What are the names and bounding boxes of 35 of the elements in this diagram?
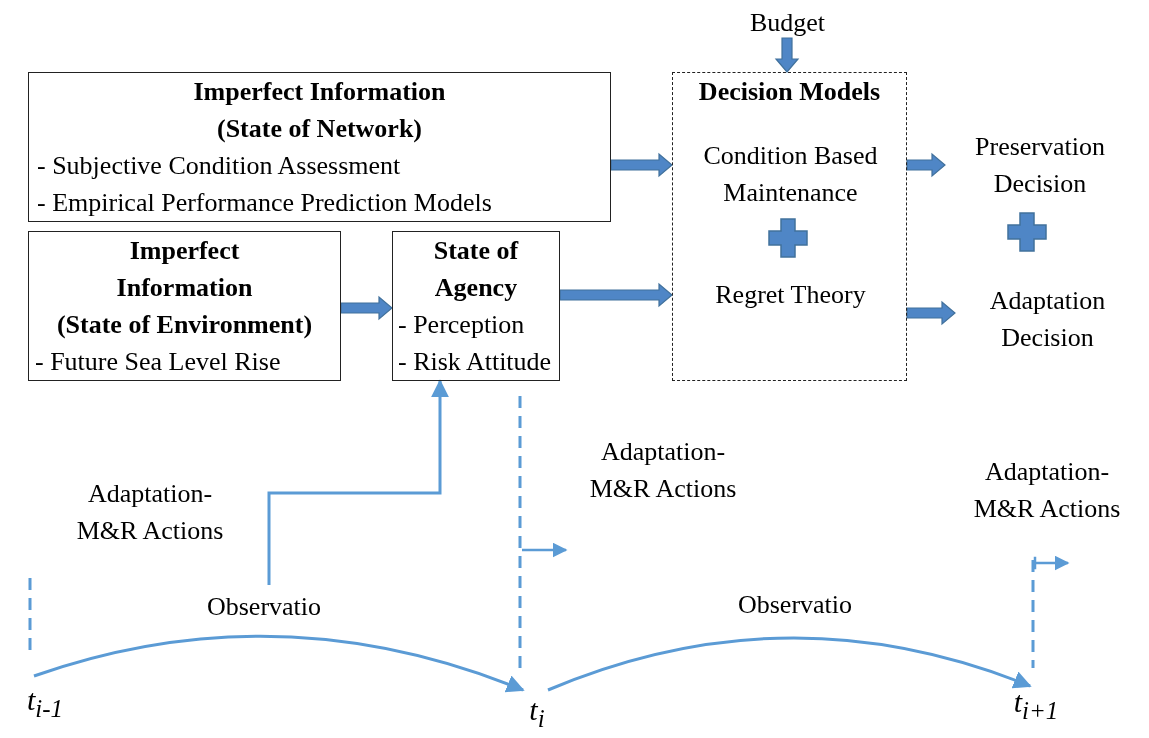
- bullet-item: - Subjective Condition Assessment: [37, 150, 402, 182]
- bullet-item: - Future Sea Level Rise: [35, 346, 282, 378]
- bullet-item: - Perception: [398, 309, 526, 341]
- group-box: [672, 72, 907, 381]
- bullet-item: - Empirical Performance Prediction Models: [37, 187, 493, 219]
- box-heading: (State of Network): [215, 113, 423, 145]
- node-text: Budget: [730, 4, 845, 38]
- process-box: [28, 231, 341, 381]
- block-arrow: [774, 37, 800, 73]
- box-heading: Imperfect Information: [115, 235, 254, 304]
- node-text: Condition Based Maintenance: [678, 137, 903, 213]
- arrow: [33, 635, 525, 693]
- node-text: Regret Theory: [678, 276, 903, 314]
- box-heading: State of Agency: [432, 235, 520, 304]
- block-arrow: [610, 152, 673, 178]
- arrow: [547, 636, 1032, 692]
- process-box: [28, 72, 611, 222]
- block-arrow: [906, 152, 946, 178]
- time-label: t$_{i+1}$: [1013, 685, 1059, 726]
- time-label: t$_{i-1}$: [26, 683, 64, 724]
- box-heading: Decision Models: [697, 76, 882, 108]
- annotation-text: Adaptation- M&R Actions: [588, 436, 738, 505]
- annotation-text: Adaptation- M&R Actions: [75, 478, 225, 547]
- box-heading: Imperfect Information: [192, 76, 447, 108]
- node-text: Adaptation Decision: [955, 282, 1140, 358]
- process-box: [392, 231, 560, 381]
- block-arrow: [340, 295, 393, 321]
- block-arrow: [906, 300, 956, 326]
- node-text: Preservation Decision: [945, 128, 1135, 204]
- bullet-item: - Risk Attitude: [398, 346, 553, 378]
- time-label: t$_{i}$: [529, 693, 545, 734]
- box-heading: (State of Environment): [55, 309, 314, 341]
- block-arrow: [559, 282, 673, 308]
- arrow: [267, 379, 449, 585]
- annotation-text: Adaptation- M&R Actions: [972, 456, 1122, 525]
